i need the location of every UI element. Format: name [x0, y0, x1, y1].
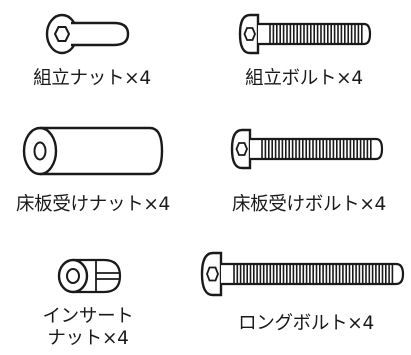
- floor-support-nut-label: 床板受けナット×4: [15, 194, 171, 215]
- assembly-nut-label: 組立ナット×4: [33, 68, 151, 89]
- insert-nut-label: インサート ナット×4: [28, 306, 148, 350]
- long-bolt-label: ロングボルト×4: [238, 313, 374, 334]
- insert-nut-label-line-1: インサート: [42, 306, 134, 327]
- short-hex-bolt-icon: [238, 13, 372, 55]
- insert-nut-icon: [57, 258, 122, 294]
- medium-hex-bolt-icon: [230, 128, 384, 170]
- floor-support-bolt-label: 床板受けボルト×4: [231, 194, 387, 215]
- barrel-nut-icon: [45, 13, 130, 55]
- long-barrel-nut-icon: [22, 126, 164, 176]
- assembly-bolt-label: 組立ボルト×4: [245, 68, 363, 89]
- insert-nut-label-line-2: ナット×4: [47, 328, 129, 349]
- long-hex-bolt-icon: [200, 251, 405, 297]
